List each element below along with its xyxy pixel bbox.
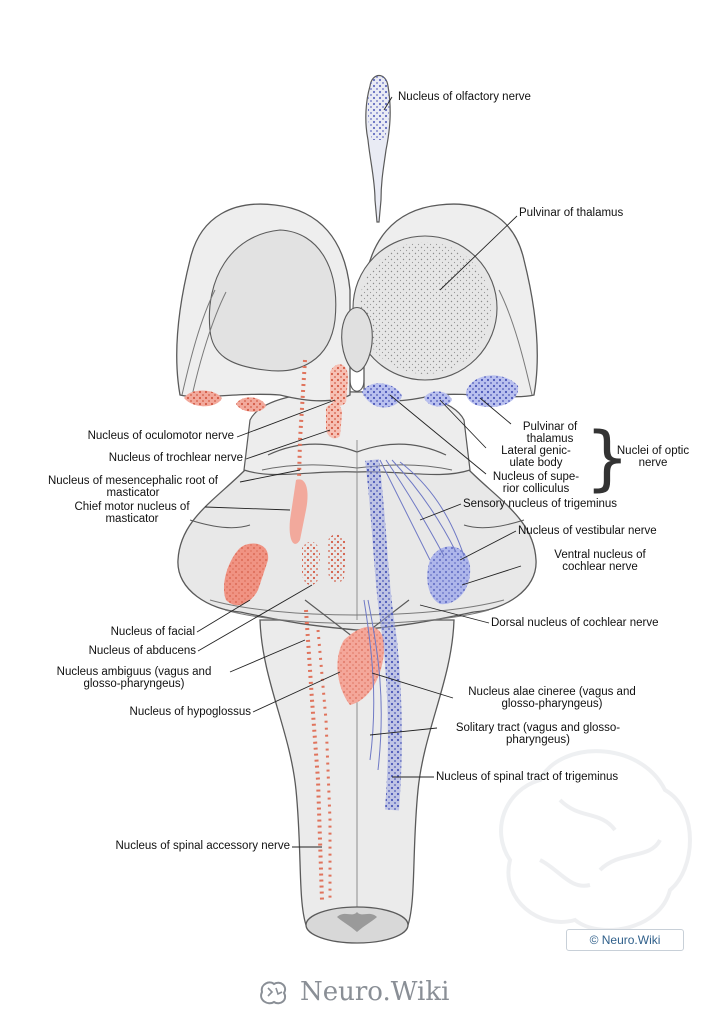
brand-logo-icon [260,981,286,1005]
brain-watermark-icon [499,749,692,932]
leader-lines [196,96,522,848]
medulla [259,619,455,944]
thalamus-right [352,203,538,402]
sensory-nuclei [362,375,519,811]
olfactory-bulb [365,74,391,223]
midbrain [243,391,471,620]
pineal [341,306,373,373]
motor-nuclei [184,359,385,901]
thalamus-left [176,203,351,402]
